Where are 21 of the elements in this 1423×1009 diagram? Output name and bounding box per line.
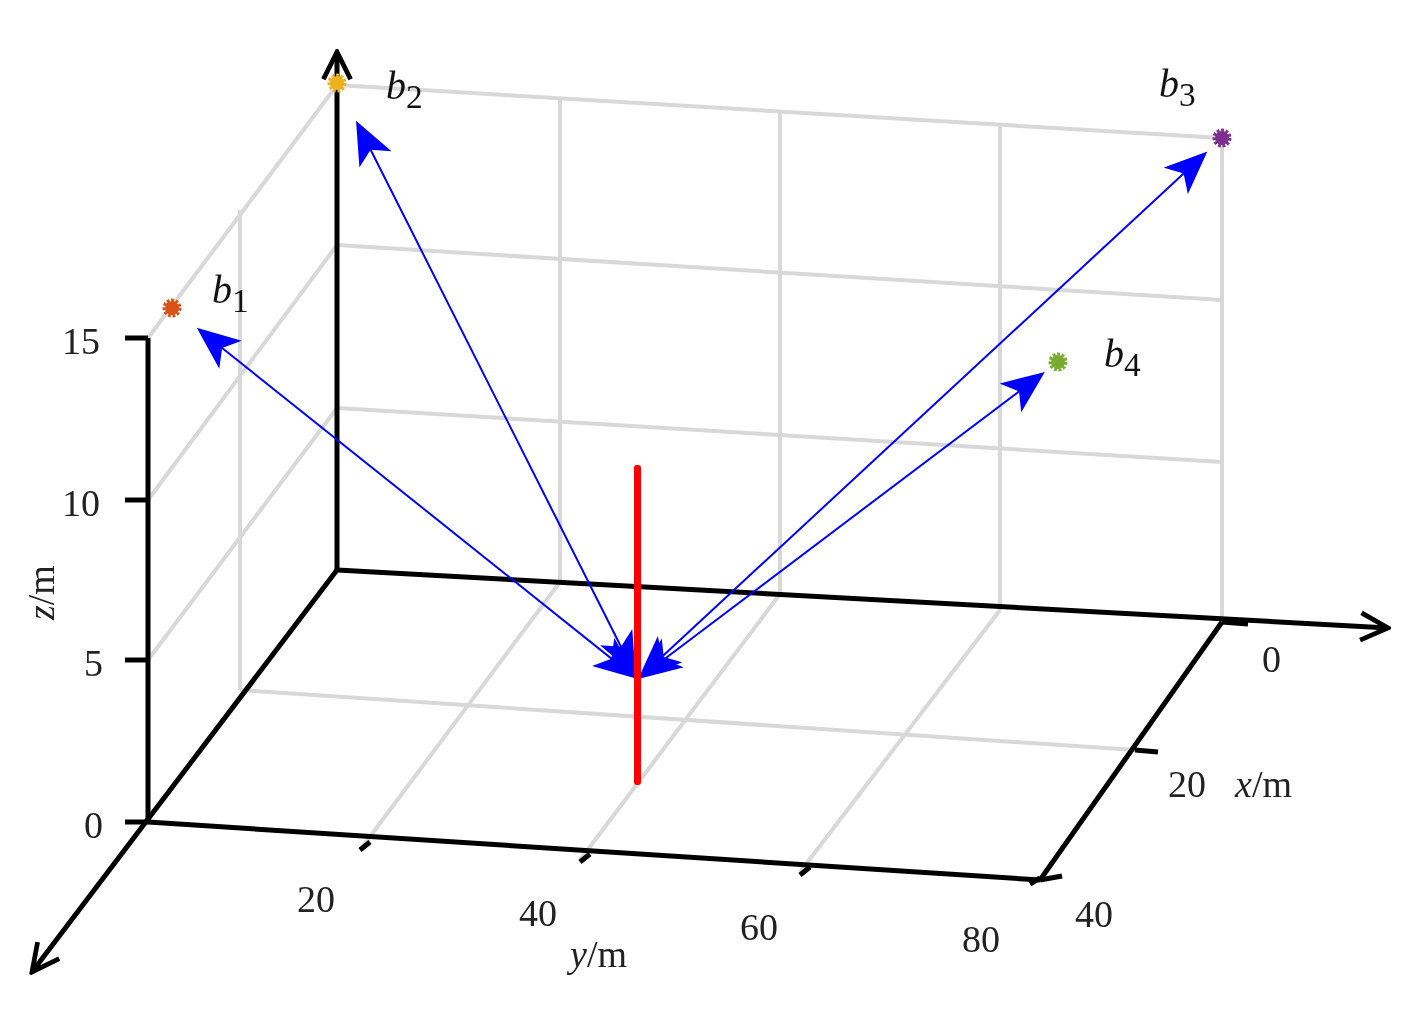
pole-bar	[634, 465, 641, 785]
axis-title: z/m	[22, 565, 60, 620]
tick-label: 20	[297, 880, 335, 918]
tick-label: 5	[84, 644, 103, 682]
tick-label: 40	[1075, 895, 1113, 933]
point-label: b$_{2}$	[386, 66, 423, 114]
arrow	[196, 327, 637, 679]
point-label: b$_{3}$	[1159, 64, 1196, 112]
point-label: b$_{4}$	[1104, 334, 1141, 382]
tick-label: 15	[62, 322, 100, 360]
tick-label: 20	[1168, 765, 1206, 803]
tick-label: 60	[740, 908, 778, 946]
tick-label: 10	[62, 484, 100, 522]
tick-label: 80	[962, 920, 1000, 958]
tick-label: 40	[519, 894, 557, 932]
point-label: b$_{1}$	[212, 270, 249, 318]
arrow	[356, 120, 636, 676]
arrow	[638, 371, 1045, 679]
axis-title: x/m	[1235, 765, 1292, 803]
tick-label: 0	[84, 806, 103, 844]
tick-label: 0	[1262, 640, 1281, 678]
